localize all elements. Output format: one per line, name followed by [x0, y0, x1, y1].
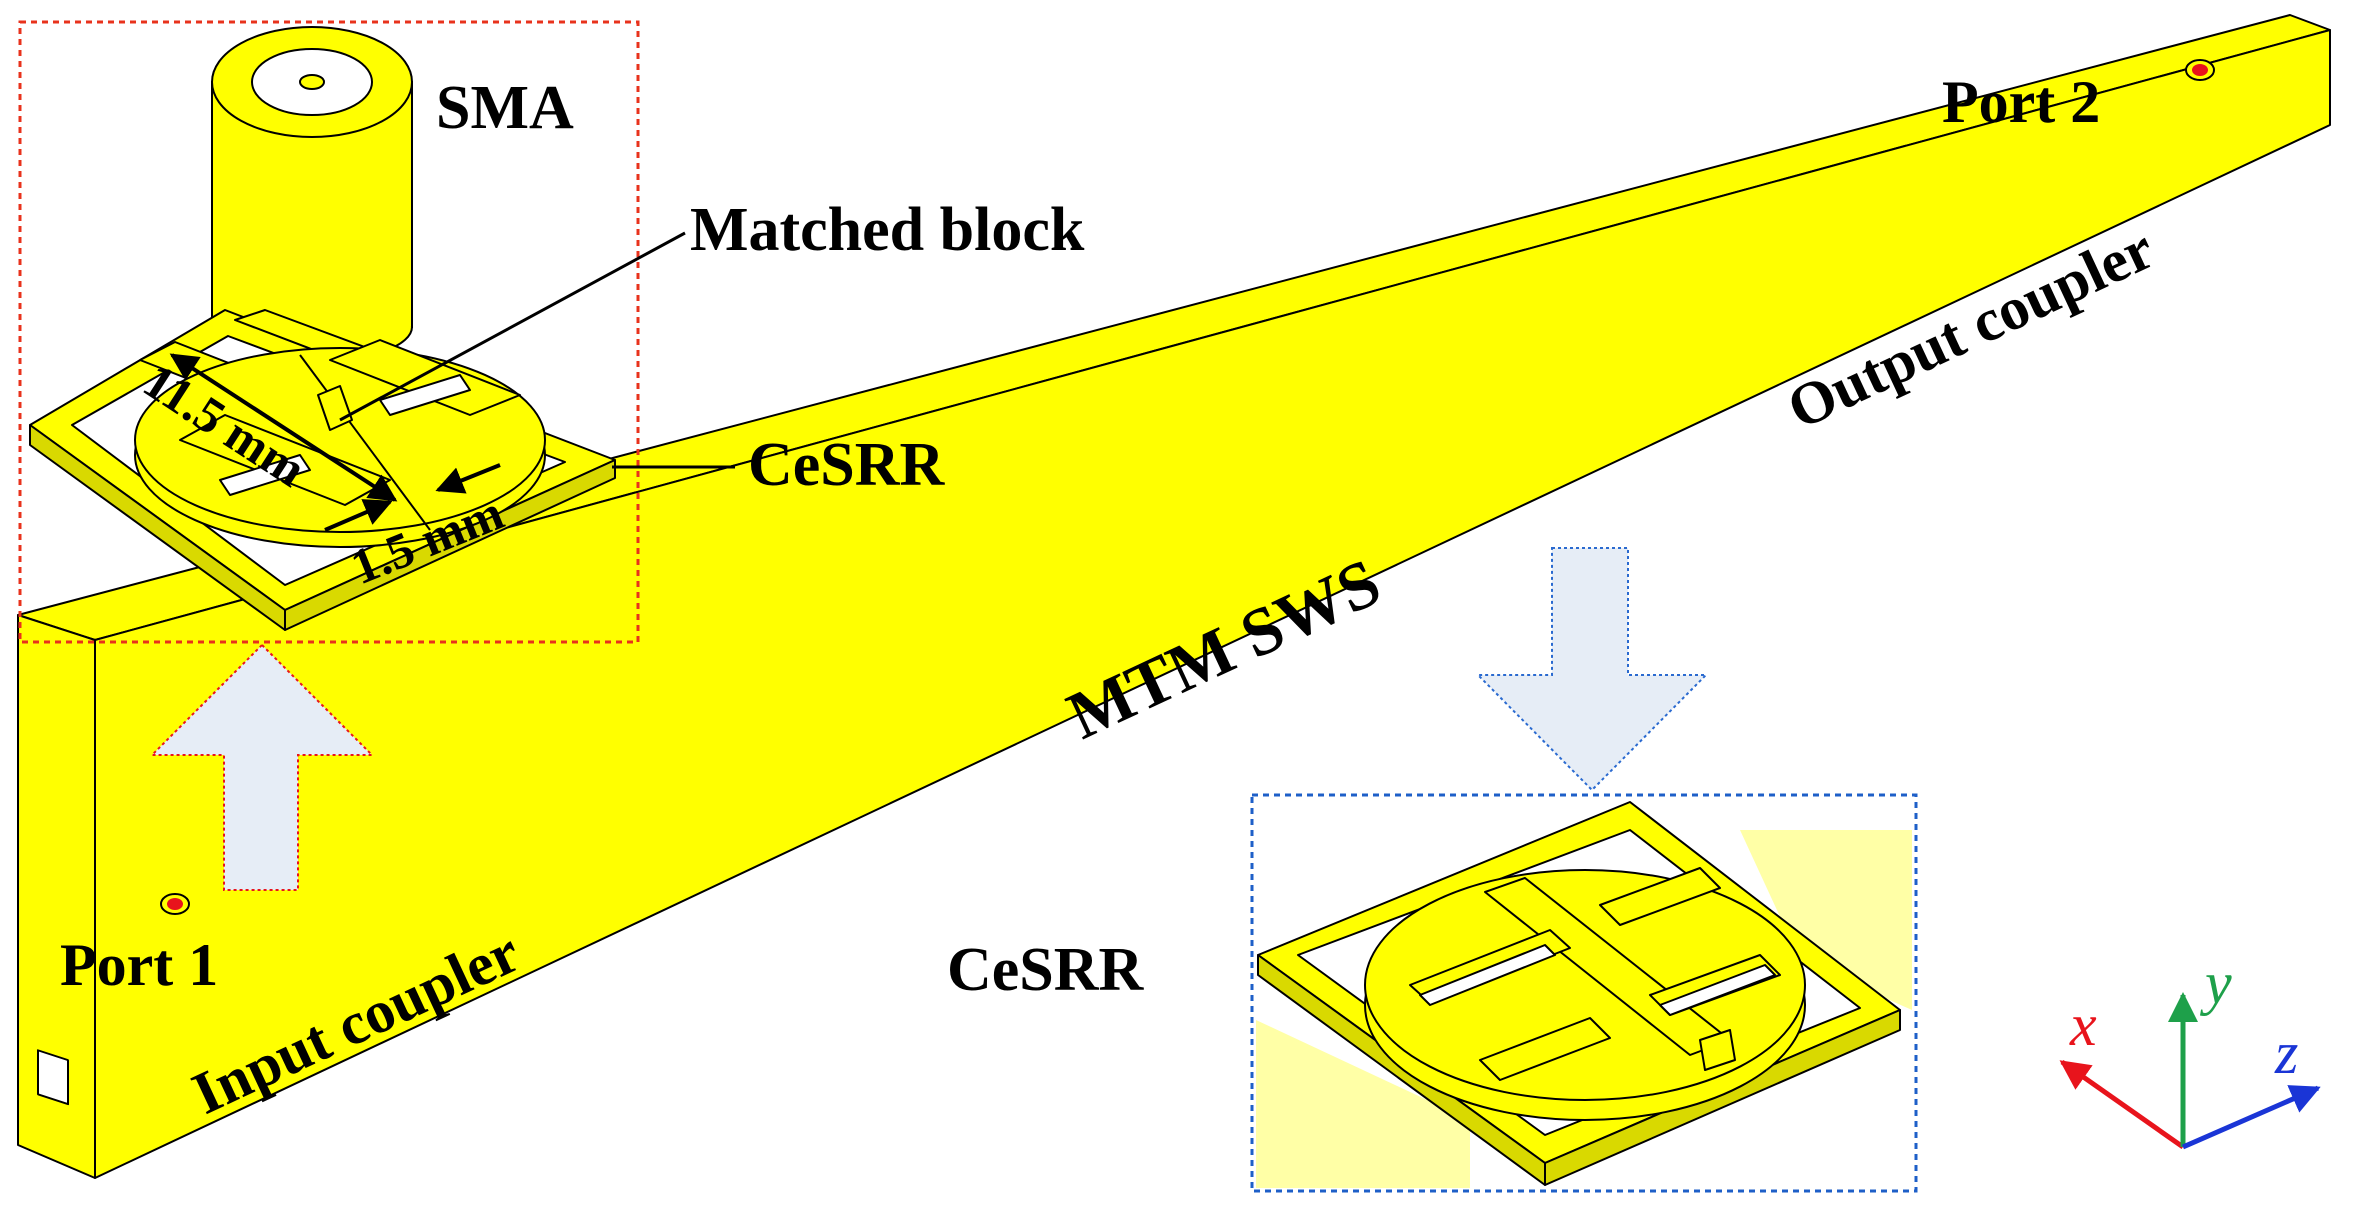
sma-connector [211, 26, 413, 363]
port-1-label: Port 1 [60, 932, 218, 998]
z-axis-label: z [2274, 1020, 2298, 1086]
end-slot [37, 1049, 69, 1106]
matched-block-label: Matched block [690, 196, 1085, 264]
matched-block-leader [339, 231, 686, 422]
x-axis-label: x [2069, 992, 2097, 1058]
z-axis-arrow [2181, 1085, 2321, 1150]
cesrr-top-label: CeSRR [748, 431, 946, 499]
port-2-label: Port 2 [1942, 69, 2100, 135]
sma-label: SMA [436, 74, 574, 142]
dimension-gap-arrow-right [435, 463, 501, 494]
up-arrow-shape [149, 643, 375, 891]
xyz-axes-icon: x y z [2059, 950, 2321, 1150]
cesrr-bottom-unit [1257, 801, 1901, 1186]
y-axis-label: y [2199, 950, 2232, 1016]
x-axis-arrow [2059, 1059, 2185, 1150]
block-arrow-down-icon [1475, 547, 1709, 792]
dimension-length-arrow [169, 353, 398, 502]
inset-top-frame [18, 20, 640, 644]
ghost-background [1256, 830, 1912, 1188]
dimension-gap-arrow-left [324, 499, 393, 532]
port-2-marker [2185, 59, 2215, 81]
port-1-marker [160, 893, 190, 915]
cesrr-bottom-label: CeSRR [947, 936, 1145, 1004]
